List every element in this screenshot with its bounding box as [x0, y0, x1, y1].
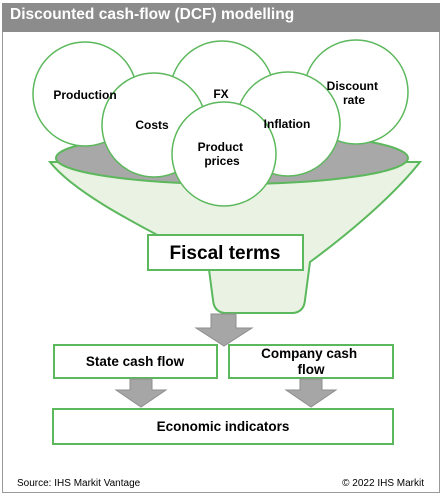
arrow-funnel-to-outputs: [194, 313, 254, 347]
source-note: Source: IHS Markit Vantage: [17, 478, 141, 489]
fiscal-terms-label: Fiscal terms: [170, 243, 281, 264]
label-discount-rate-line-2: rate: [343, 93, 365, 107]
label-discount-rate: Discount rate: [327, 79, 382, 107]
company-cash-flow-box: [228, 344, 394, 379]
economic-indicators-box: [52, 408, 394, 445]
economic-indicators-label: Economic indicators: [157, 419, 290, 434]
company-cash-flow-line-1: Company cash: [261, 346, 357, 361]
arrow-company-to-indicators: [284, 378, 338, 408]
arrow-state-to-indicators: [114, 378, 168, 408]
company-cash-flow-label: Company cash flow: [261, 346, 361, 377]
label-discount-rate-line-1: Discount: [327, 79, 378, 93]
label-costs: Costs: [135, 118, 169, 132]
label-production: Production: [53, 88, 116, 102]
figure-title: Discounted cash-flow (DCF) modelling: [10, 6, 295, 23]
title-bar: Discounted cash-flow (DCF) modelling: [2, 3, 440, 32]
company-cash-flow-line-2: flow: [298, 362, 325, 377]
fiscal-terms-box: [147, 234, 304, 271]
label-inflation: Inflation: [264, 117, 311, 131]
state-cash-flow-label: State cash flow: [86, 354, 185, 369]
state-cash-flow-box: [53, 344, 218, 379]
label-product-prices-line-1: Product: [198, 140, 243, 154]
label-fx: FX: [213, 87, 228, 101]
copyright-note: © 2022 IHS Markit: [342, 478, 424, 489]
label-product-prices-line-2: prices: [204, 154, 240, 168]
label-product-prices: Product prices: [198, 140, 247, 168]
input-circle-product-prices: [171, 101, 277, 207]
